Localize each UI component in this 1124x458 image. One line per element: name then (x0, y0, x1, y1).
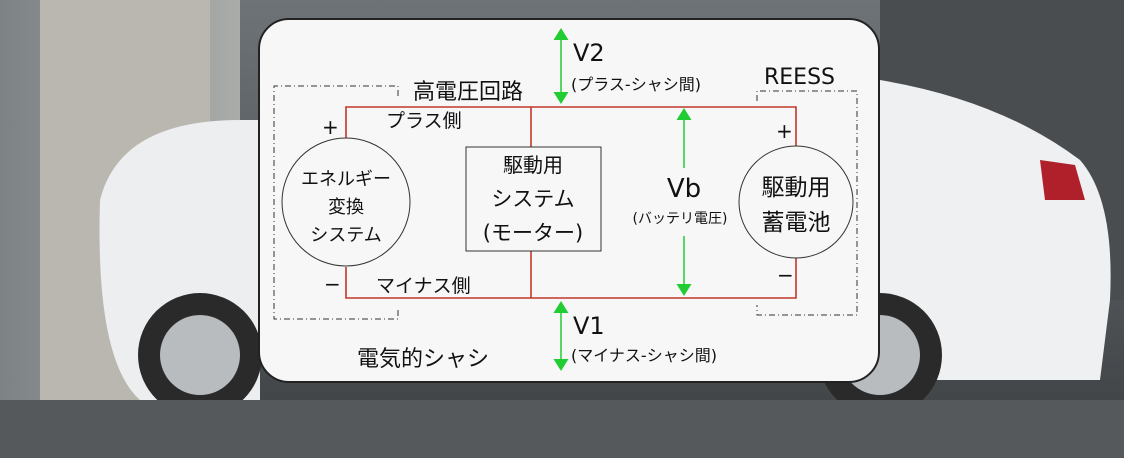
energy-conversion-bracket (273, 85, 399, 320)
energy-conversion-line-2: 変換 (328, 197, 364, 218)
energy-conversion-system (281, 137, 411, 267)
drive-system-line-2: システム (491, 187, 574, 211)
v2-description: (プラス-シャシ間) (571, 75, 701, 94)
tail-light (1040, 160, 1085, 200)
minus-side-label: マイナス側 (376, 275, 471, 297)
drive-battery (738, 145, 854, 259)
energy-conversion-line-1: エネルギー (301, 169, 391, 190)
v1-label: V1 (573, 312, 605, 340)
vb-label: Vb (667, 174, 701, 204)
reess-bracket (756, 90, 858, 316)
energy-conversion-line-3: システム (310, 225, 381, 246)
high-voltage-circuit-lines (345, 106, 797, 299)
right-minus-sign: − (777, 263, 794, 287)
v2-label: V2 (573, 39, 605, 67)
high-voltage-circuit-label: 高電圧回路 (413, 80, 523, 105)
right-plus-sign: + (776, 119, 793, 143)
vb-description: (バッテリ電圧) (633, 211, 728, 227)
left-plus-sign: + (322, 115, 339, 139)
left-minus-sign: − (324, 272, 341, 296)
electrical-chassis-label: 電気的シャシ (357, 347, 489, 372)
battery-line-1: 駆動用 (762, 175, 831, 201)
car-rear (880, 80, 1111, 380)
reess-label: REESS (764, 65, 835, 90)
drive-system-motor-box (465, 146, 602, 252)
v1-description: (マイナス-シャシ間) (571, 346, 717, 365)
plus-side-label: プラス側 (386, 110, 462, 132)
drive-system-line-3: (モーター) (483, 221, 583, 245)
drive-system-line-1: 駆動用 (503, 153, 563, 177)
battery-line-2: 蓄電池 (762, 210, 831, 236)
